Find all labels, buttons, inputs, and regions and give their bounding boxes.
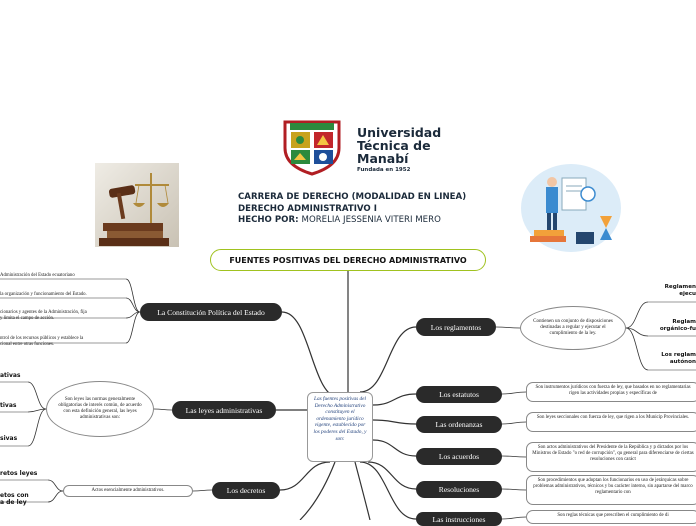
- constitucion-leaf-1: [125, 278, 141, 313]
- branch-estatutos[interactable]: Los estatutos: [416, 386, 502, 403]
- decretos-leaf-1: [47, 479, 64, 492]
- branch-constitucion[interactable]: La Constitución Política del Estado: [140, 303, 282, 321]
- reglamentos-leaf-1: [625, 301, 649, 329]
- decretos-note: Actos esencialmente administrativos.: [63, 485, 193, 497]
- leyes-note: Son leyes las normas generalmente obliga…: [46, 381, 154, 437]
- branch-instrucciones[interactable]: Las instrucciones: [416, 512, 502, 526]
- center-to-constitucion: [281, 311, 341, 399]
- course-title: DERECHO ADMINISTRATIVO I: [238, 203, 377, 214]
- center-to-ordenanzas: [372, 419, 417, 425]
- university-name-line2: Técnica de: [357, 138, 431, 153]
- center-to-acuerdos: [372, 439, 417, 457]
- leyes-leaf-1: [27, 381, 47, 410]
- author-name: MORELIA JESSENIA VITERI MERO: [301, 215, 441, 225]
- reglamentos-leaf-3: [625, 327, 649, 371]
- constitucion-item-1: Administración del Estado ecuatoriano: [0, 273, 75, 278]
- leyes-item-2: tivas: [0, 402, 17, 409]
- map-title: FUENTES POSITIVAS DEL DERECHO ADMINISTRA…: [210, 249, 486, 271]
- made-by-label: HECHO POR:: [238, 215, 299, 225]
- career-title: CARRERA DE DERECHO (MODALIDAD EN LINEA): [238, 192, 467, 202]
- constitucion-leaf-4: [125, 311, 141, 344]
- university-crest-icon: [283, 120, 341, 176]
- center-to-offscreen-left: [299, 461, 336, 520]
- branch-ordenanzas[interactable]: Las ordenanzas: [416, 416, 502, 433]
- university-name-line1: Universidad: [357, 125, 442, 140]
- instrucciones-to-note: [501, 516, 527, 520]
- instrucciones-note: Son reglas técnicas que prescriben el cu…: [526, 510, 696, 524]
- constitucion-item-4: ntrol de los recursos públicos y estable…: [0, 336, 84, 347]
- leyes-item-3: sivas: [0, 435, 18, 442]
- constitucion-item-3: cionarios y agentes de la Administración…: [0, 310, 87, 321]
- constitucion-item-2: la organización y funcionamiento del Est…: [0, 292, 87, 297]
- branch-resoluciones[interactable]: Resoluciones: [416, 481, 502, 498]
- estatutos-to-note: [501, 391, 527, 395]
- resoluciones-note: Son procedimientos que adoptan los funci…: [526, 475, 696, 505]
- university-name-line3: Manabí: [357, 151, 409, 166]
- gavel-scales-image: [95, 163, 179, 247]
- resoluciones-to-note: [501, 488, 527, 491]
- leyes-item-1: ativas: [0, 372, 21, 379]
- constitucion-leaf-2: [125, 297, 141, 313]
- reglamentos-item-2: Reglam orgánico-fu: [659, 319, 696, 332]
- estatutos-note: Son instrumentos jurídicos con fuerza de…: [526, 382, 696, 402]
- leyes-leaf-2: [27, 408, 47, 413]
- central-topic: Las fuentes positivas del Derecho Admini…: [307, 392, 373, 462]
- center-to-decretos: [279, 461, 331, 491]
- decretos-leaf-2: [47, 490, 64, 503]
- branch-acuerdos[interactable]: Los acuerdos: [416, 448, 502, 465]
- decretos-item-1: retos leyes: [0, 470, 38, 477]
- center-to-estatutos: [372, 393, 417, 406]
- center-to-offscreen-right: [354, 461, 371, 520]
- reglamentos-note: Contienen un conjunto de disposiciones d…: [520, 306, 626, 350]
- reglamentos-item-1: Reglamen ejecu: [664, 284, 696, 297]
- leyes-to-note: [153, 408, 173, 411]
- ordenanzas-to-note: [501, 421, 527, 425]
- leyes-leaf-3: [27, 408, 47, 447]
- branch-decretos[interactable]: Los decretos: [212, 482, 280, 499]
- university-logo: [277, 118, 347, 176]
- founded-text: Fundada en 1952: [357, 167, 411, 173]
- center-to-instrucciones: [359, 461, 417, 520]
- reglamentos-item-3: Los reglam autónon: [661, 352, 696, 365]
- reglamentos-leaf-2: [625, 327, 649, 337]
- reglamentos-to-note: [495, 326, 521, 329]
- acuerdos-note: Son actos administrativos del Presidente…: [526, 442, 696, 472]
- center-to-resoluciones: [367, 461, 417, 490]
- branch-reglamentos[interactable]: Los reglamentos: [416, 318, 496, 336]
- ordenanzas-note: Son leyes seccionales con fuerza de ley,…: [526, 412, 696, 432]
- law-illustration-image: [518, 160, 624, 256]
- center-to-reglamentos: [359, 326, 417, 393]
- decretos-item-2: etos con a de ley: [0, 492, 29, 506]
- acuerdos-to-note: [501, 455, 527, 458]
- branch-leyes-administrativas[interactable]: Las leyes administrativas: [172, 401, 276, 419]
- decretos-to-note: [192, 489, 213, 492]
